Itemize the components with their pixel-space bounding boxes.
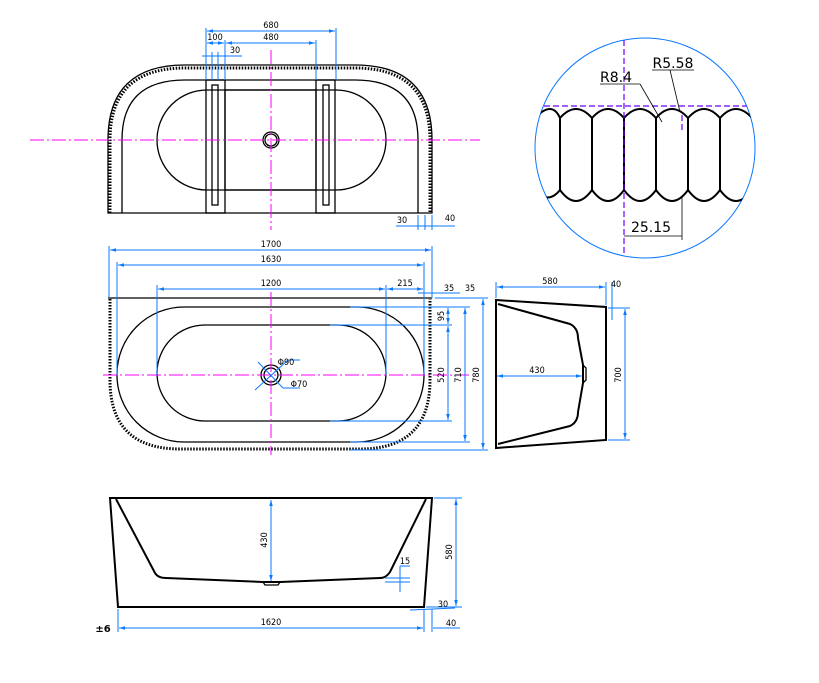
tolerance-label: ±6	[95, 624, 110, 635]
dim-700-side: 700	[614, 367, 624, 382]
radius-r8-4: R8.4	[600, 70, 632, 86]
dim-480: 480	[263, 33, 278, 43]
dim-430-front: 430	[260, 532, 270, 547]
top-view: 680 100 480 30 30 40	[30, 21, 480, 230]
dim-30-front: 30	[438, 600, 448, 610]
side-view: 580 40 700 430	[495, 277, 630, 450]
drain-diameter-70: Φ70	[291, 380, 308, 390]
dim-30-bottom: 30	[397, 216, 407, 226]
dim-100: 100	[207, 33, 222, 43]
dim-40-front: 40	[446, 619, 456, 629]
dim-95: 95	[437, 311, 447, 321]
dim-40-bottom: 40	[445, 214, 455, 224]
dim-1700: 1700	[261, 240, 282, 250]
plan-view: 1700 1630 1200 215 35 35 95 520 710 780	[103, 240, 488, 455]
dim-1200: 1200	[261, 279, 282, 289]
dim-680: 680	[263, 21, 278, 31]
dim-35a: 35	[444, 284, 454, 294]
top-dimensions: 680 100 480 30 30 40	[202, 21, 455, 230]
plan-dimensions: 1700 1630 1200 215 35 35 95 520 710 780	[108, 240, 488, 451]
dim-580-front: 580	[445, 544, 455, 559]
dim-580-side: 580	[542, 277, 557, 287]
dim-30: 30	[230, 46, 240, 56]
radius-r5-58: R5.58	[653, 56, 694, 72]
dim-1620: 1620	[261, 618, 282, 628]
flute-detail: R8.4 R5.58 25.15	[534, 37, 756, 259]
dim-15: 15	[400, 557, 410, 567]
drain-diameter-90: Φ90	[278, 358, 295, 368]
dim-40-side: 40	[611, 280, 621, 290]
pitch-25-15: 25.15	[631, 220, 671, 236]
front-view: 430 580 15 30 1620 40 ±6	[95, 497, 462, 635]
dim-1630: 1630	[261, 255, 282, 265]
dim-520: 520	[437, 367, 447, 382]
dim-35b: 35	[465, 284, 475, 294]
dim-430-side: 430	[529, 366, 544, 376]
dim-780: 780	[472, 367, 482, 382]
dim-215: 215	[397, 279, 412, 289]
dim-710: 710	[454, 367, 464, 382]
